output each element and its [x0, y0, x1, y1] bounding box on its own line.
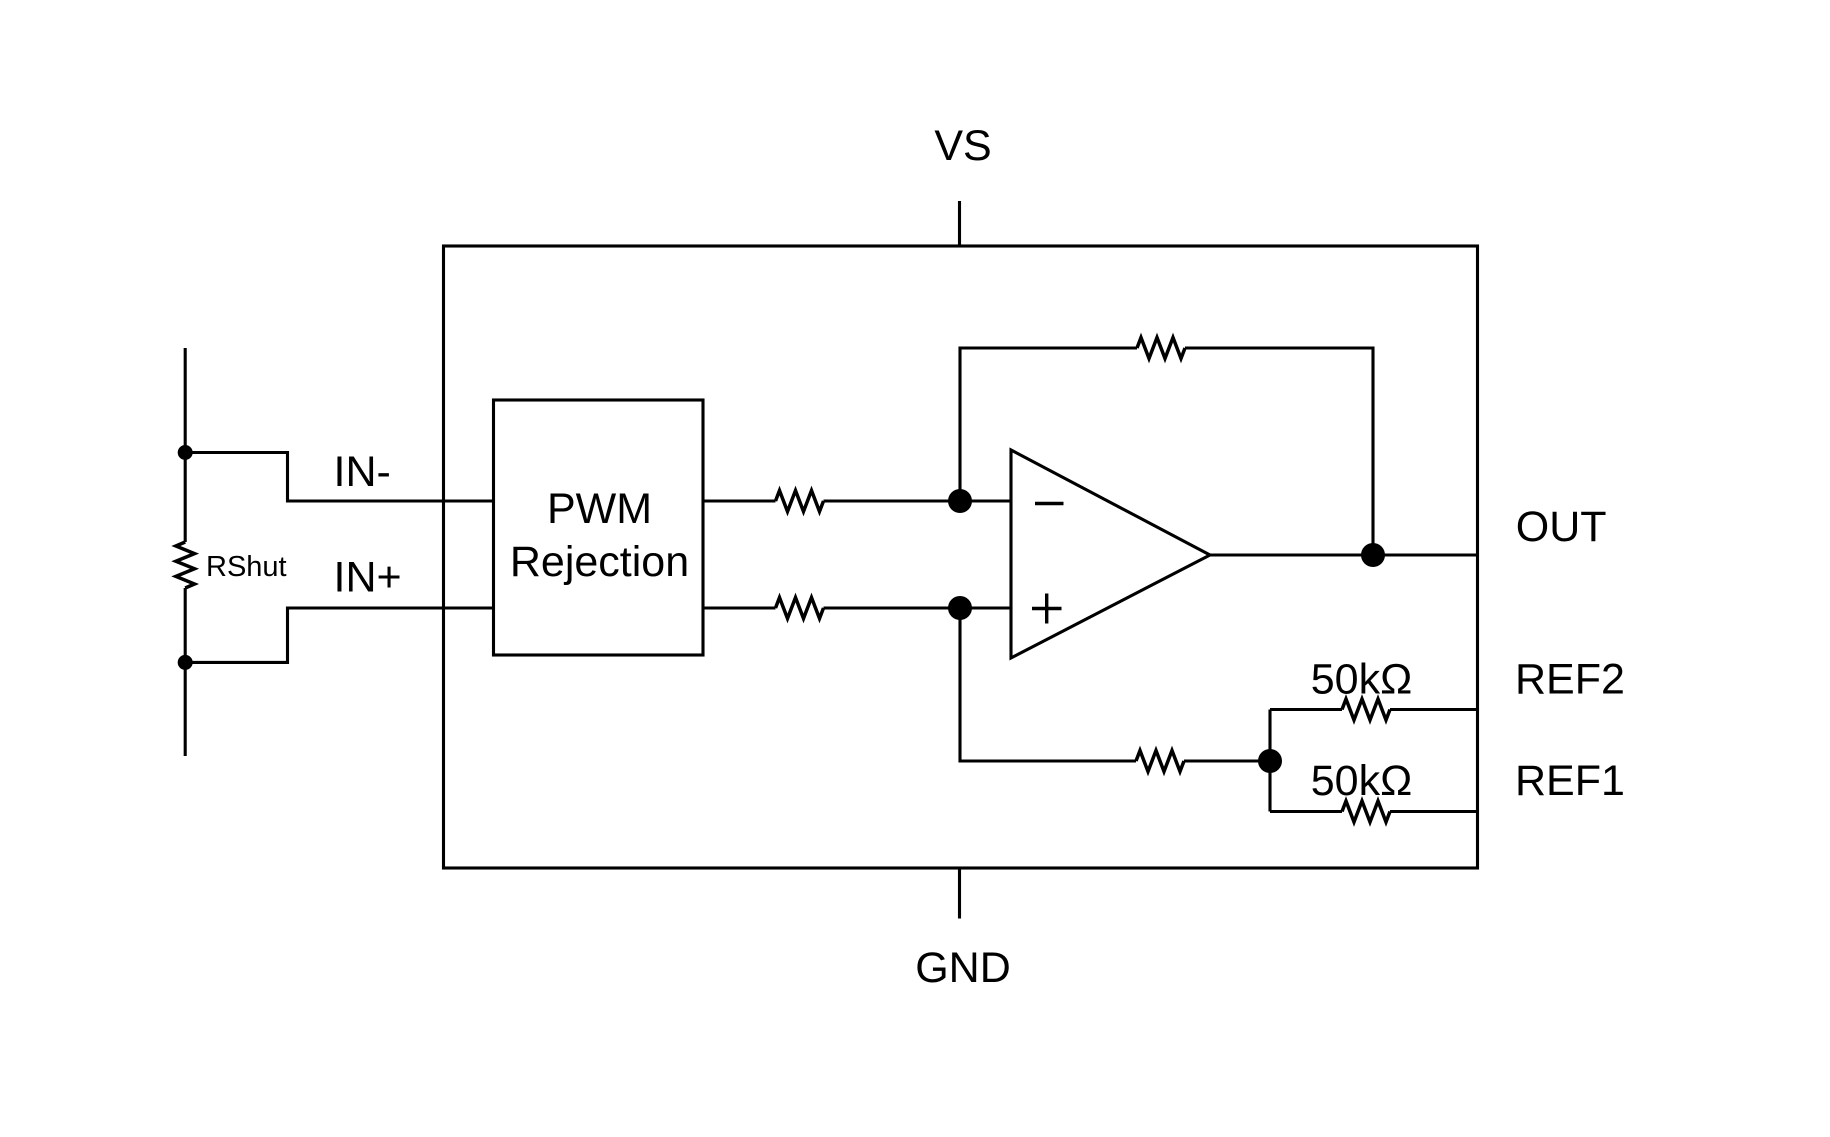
svg-text:OUT: OUT — [1516, 503, 1607, 551]
svg-text:GND: GND — [915, 944, 1011, 992]
svg-text:IN+: IN+ — [334, 554, 402, 602]
svg-text:REF1: REF1 — [1515, 757, 1625, 805]
svg-text:50kΩ: 50kΩ — [1311, 656, 1412, 704]
svg-text:50kΩ: 50kΩ — [1311, 757, 1412, 805]
svg-text:PWM: PWM — [547, 485, 652, 533]
svg-text:Rejection: Rejection — [510, 538, 689, 586]
svg-text:IN-: IN- — [334, 448, 391, 496]
svg-text:REF2: REF2 — [1515, 656, 1625, 704]
svg-text:VS: VS — [934, 122, 991, 170]
svg-text:RShut: RShut — [206, 551, 287, 583]
